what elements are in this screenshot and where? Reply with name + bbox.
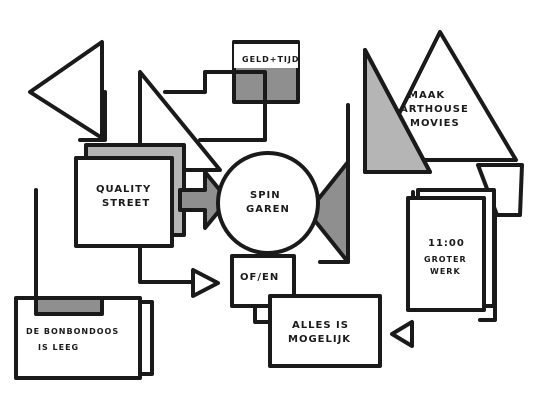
bonbondoos-grey-band bbox=[34, 296, 104, 316]
maak-label-3: MOVIES bbox=[410, 118, 460, 129]
spin-garen-label-2: GAREN bbox=[246, 204, 290, 215]
connector-ofen-alles bbox=[253, 304, 272, 324]
quality-street-label-1: QUALITY bbox=[96, 184, 151, 195]
bonbondoos-label-2: IS LEEG bbox=[38, 343, 79, 352]
alles-label-2: MOGELIJK bbox=[288, 334, 351, 345]
groter-werk-label-3: WERK bbox=[430, 267, 461, 276]
maak-label-1: MAAK bbox=[408, 90, 445, 101]
arrow-to-spin bbox=[178, 170, 230, 230]
arrow-to-ofen bbox=[191, 268, 220, 298]
geld-tijd-label-bg bbox=[234, 42, 298, 68]
quality-street-box bbox=[74, 156, 174, 248]
arrow-to-alles bbox=[390, 320, 414, 348]
connector-center-down bbox=[138, 243, 197, 284]
alles-label-1: ALLES IS bbox=[292, 320, 349, 331]
groter-werk-label-2: GROTER bbox=[424, 255, 467, 264]
maak-label-2: ARTHOUSE bbox=[400, 104, 469, 115]
geld-tijd-label: GELD+TIJD bbox=[242, 55, 300, 64]
spin-garen-circle bbox=[216, 151, 320, 255]
groter-werk-box bbox=[406, 196, 486, 312]
triangle-maak-main bbox=[374, 30, 518, 162]
quality-street-label-2: STREET bbox=[102, 198, 150, 209]
groter-werk-label-1: 11:00 bbox=[428, 238, 465, 249]
triangle-right-of-spin bbox=[306, 160, 350, 264]
alles-mogelijk-box bbox=[268, 294, 382, 368]
triangle-left bbox=[28, 40, 104, 140]
spin-garen-label-1: SPIN bbox=[250, 190, 281, 201]
connector-top-left bbox=[78, 90, 107, 142]
stepped-shape bbox=[163, 70, 267, 142]
triangle-outline-left bbox=[363, 48, 432, 174]
ofen-label: OF/EN bbox=[240, 272, 279, 283]
bonbondoos-label-1: DE BONBONDOOS bbox=[26, 327, 119, 336]
